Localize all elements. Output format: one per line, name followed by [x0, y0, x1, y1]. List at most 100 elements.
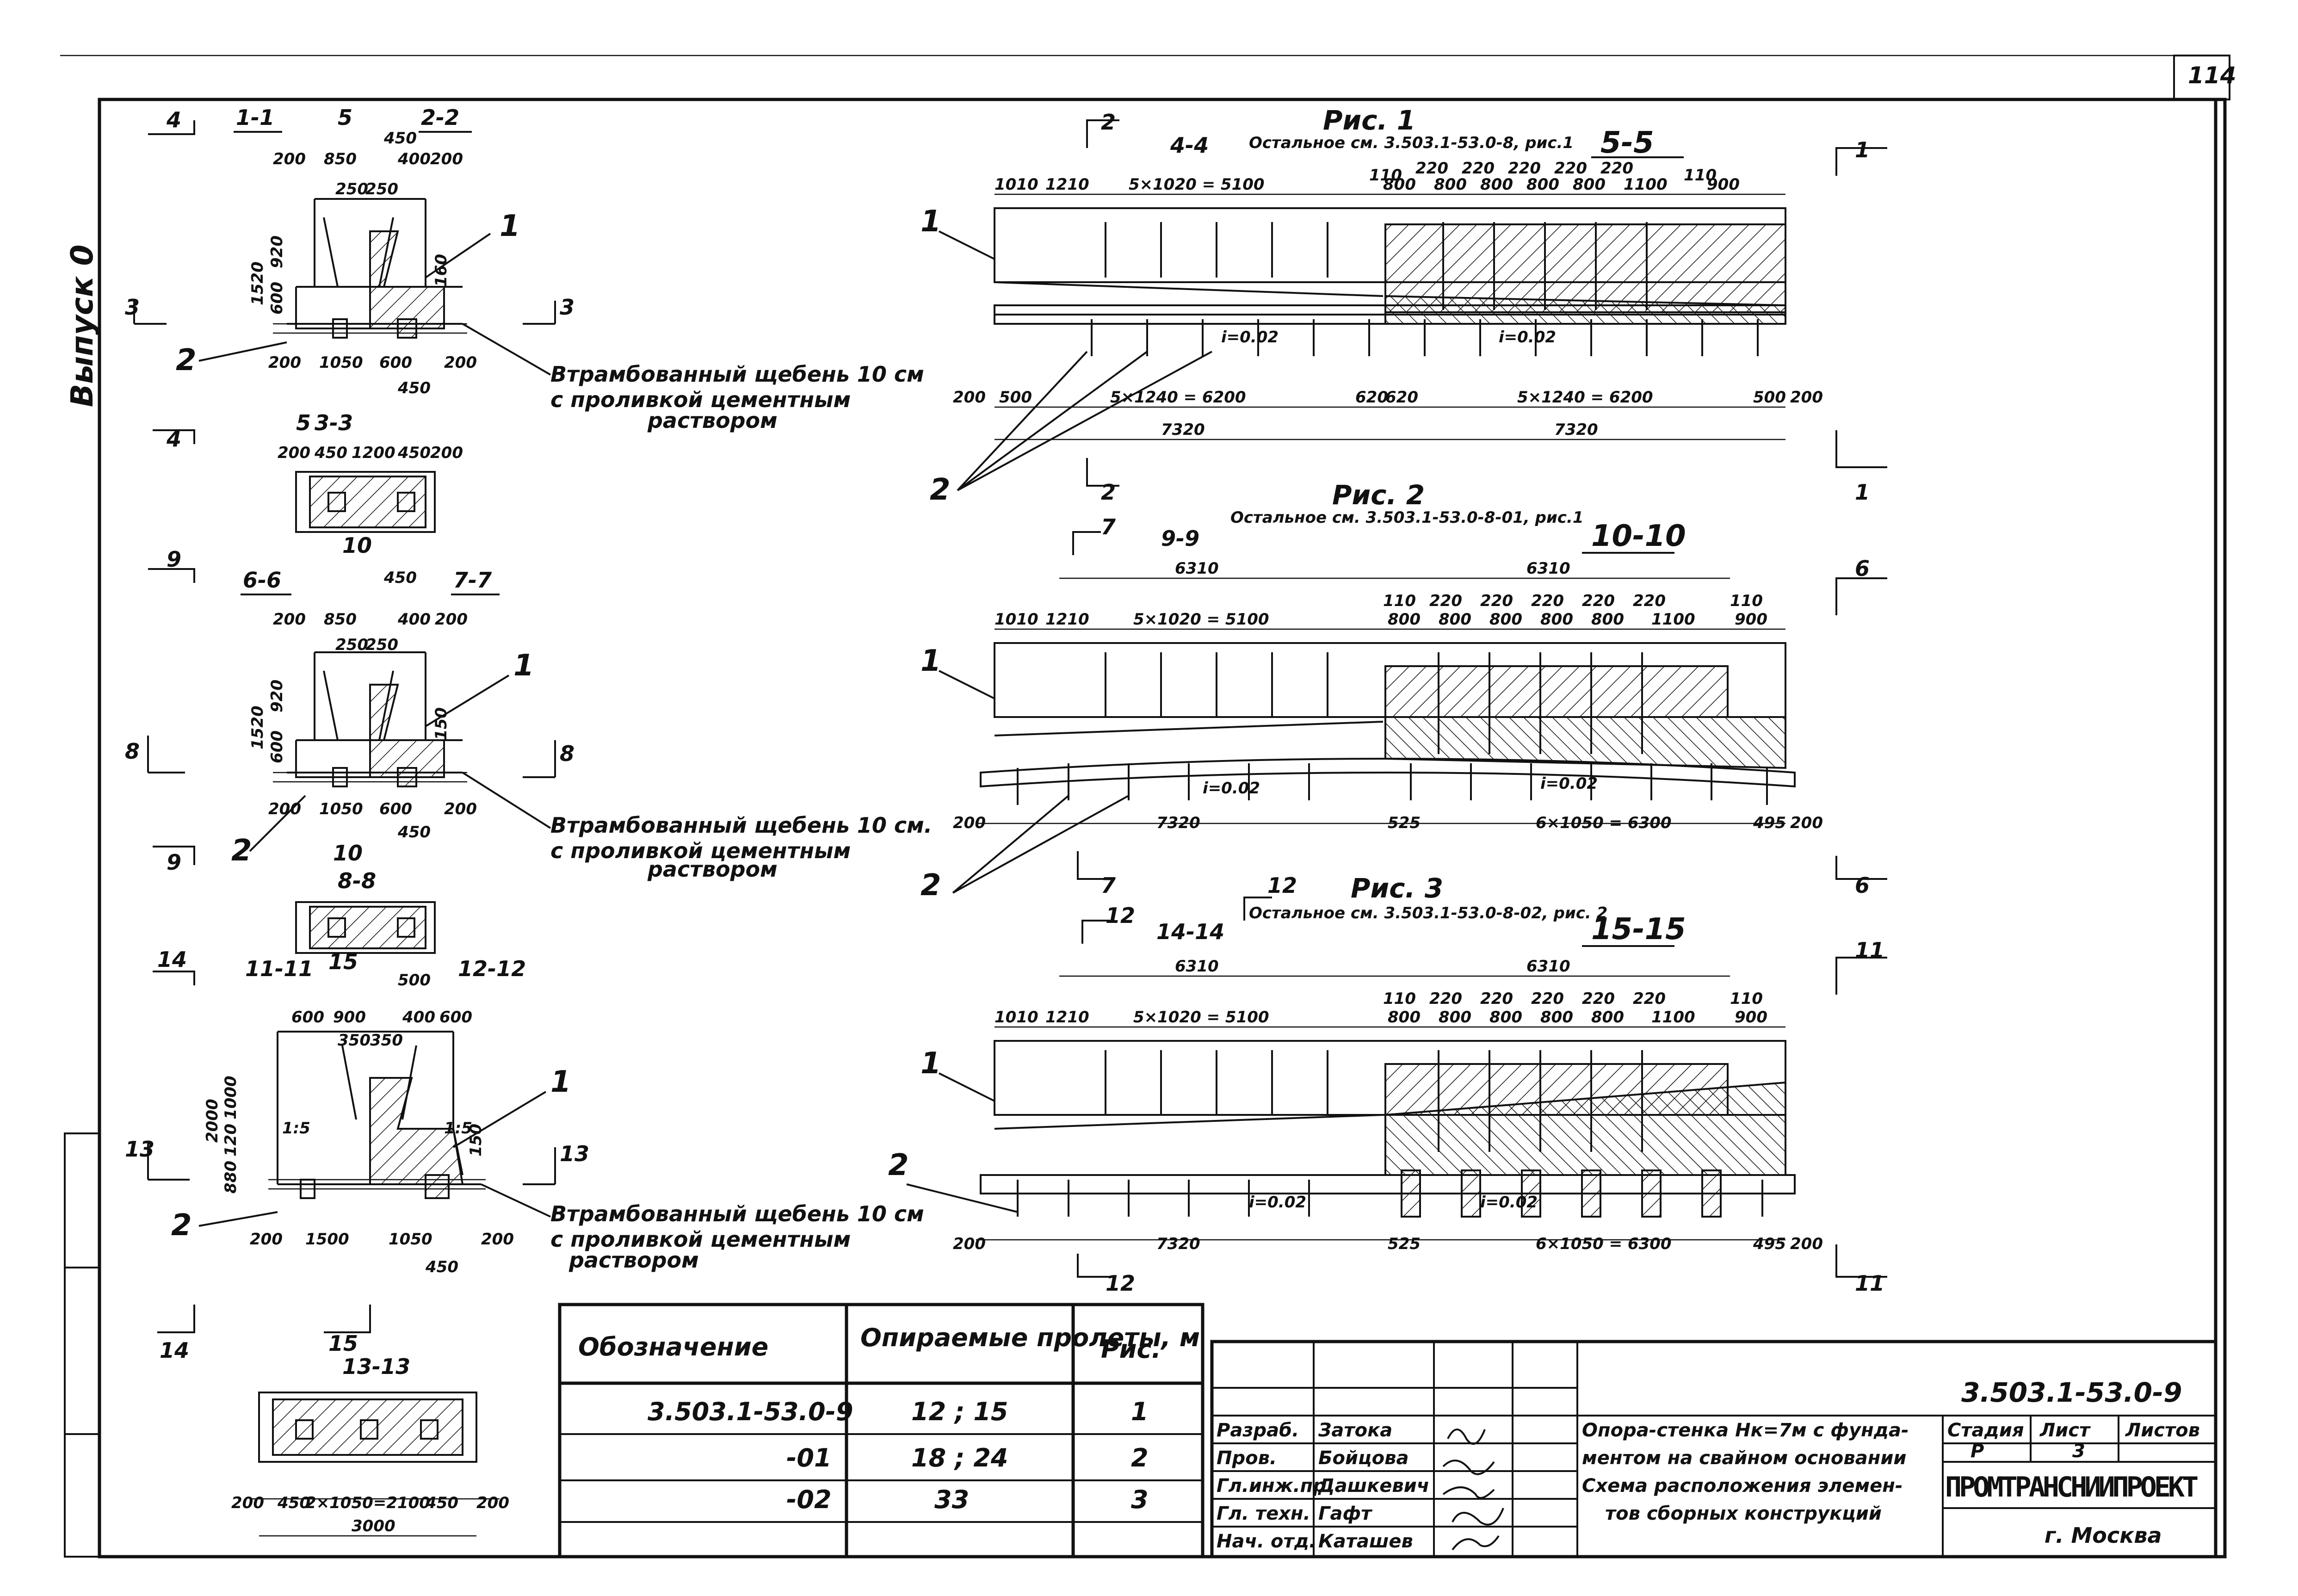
dim: 5×1020 = 5100	[1133, 1008, 1269, 1027]
plan-label: 8-8	[338, 868, 376, 893]
dim: 250	[335, 180, 368, 198]
figure-1: Рис. 1 Остальное см. 3.503.1-53.0-8, рис…	[920, 105, 1887, 507]
section-group-3: 11-11 12-12 14 600 900 500 400 600 350 3…	[125, 947, 924, 1537]
plan-mark: 10	[333, 841, 363, 866]
dim: 220	[1531, 990, 1564, 1008]
cut-mark: 9	[167, 547, 181, 572]
figure-1-callout-1: 1	[920, 204, 941, 239]
dim: 200	[444, 353, 477, 372]
figure-2-dims-top: 1010 1210 5×1020 = 5100 110 220 220 220 …	[995, 592, 1767, 629]
figure-3-pile-blocks	[1401, 1169, 1722, 1218]
dim: 6×1050 = 6300	[1536, 1235, 1672, 1253]
name-2: Бойцова	[1318, 1448, 1408, 1469]
dim: 1520	[248, 261, 267, 305]
section-group-1: 1-1 2-2 4 5 200 850 450 400 200 250 250 …	[125, 105, 924, 558]
dim: 2000	[203, 1099, 222, 1143]
dim: 850	[324, 610, 357, 629]
figure-1-callout-2: 2	[930, 473, 951, 507]
cut-mark: 8	[560, 741, 574, 766]
name-4: Гафт	[1318, 1503, 1373, 1524]
dim: 7320	[1156, 814, 1200, 832]
dim: 220	[1462, 159, 1495, 178]
dim: 800	[1591, 1008, 1624, 1027]
dim: 220	[1415, 159, 1448, 178]
figure-2-section-right: 10-10	[1591, 519, 1686, 553]
plan-mark: 15	[328, 949, 358, 974]
dim: 800	[1388, 1008, 1421, 1027]
figure-1-cut-left-bottom: 2	[1101, 480, 1116, 505]
plan-mark: 10	[342, 533, 372, 558]
dim: 200	[273, 150, 306, 168]
dim: 200	[953, 814, 986, 832]
dim: 450	[277, 1494, 310, 1512]
figure-3-callout-1: 1	[920, 1046, 941, 1081]
dim: 600	[268, 282, 286, 315]
note-line-2: с проливкой цементным	[550, 387, 851, 412]
figure-1-dims-bottom: 200 500 5×1240 = 6200 620 620 5×1240 = 6…	[953, 388, 1823, 439]
section-3-callout-1: 1	[550, 1065, 571, 1099]
figure-3-cut-left-top: 12	[1106, 903, 1135, 928]
section-2-callout-1: 1	[513, 649, 534, 683]
note-line-2: с проливкой цементным	[550, 1227, 851, 1252]
spec-header-spans: Опираемые пролеты, м	[860, 1323, 1200, 1352]
dim: 350	[370, 1031, 403, 1050]
figure-3-callout-2: 2	[888, 1148, 909, 1182]
plan-label: 13-13	[342, 1354, 410, 1379]
dim: 525	[1388, 814, 1421, 832]
page-number: 114	[2188, 62, 2236, 89]
dim: 200	[476, 1494, 509, 1512]
spec-header-fig: Рис.	[1101, 1335, 1161, 1364]
dim: 1100	[1651, 610, 1695, 629]
dim: 400	[397, 150, 431, 168]
dim: 500	[999, 388, 1032, 407]
dim: 800	[1439, 610, 1471, 629]
dim: 110	[1730, 990, 1763, 1008]
dim: 200	[273, 610, 306, 629]
dim: 450	[397, 379, 431, 397]
figure-1-title: Рис. 1	[1323, 105, 1415, 136]
dim: 1010	[995, 610, 1038, 629]
spec-row-1-code: 3.503.1-53.0-9	[648, 1397, 853, 1426]
dim: 5×1020 = 5100	[1129, 175, 1265, 194]
header-stage: Стадия	[1947, 1420, 2024, 1441]
dim: 6310	[1526, 559, 1570, 578]
dim: 2×1050=2100	[305, 1494, 430, 1512]
figure-2-slope-right: i=0.02	[1540, 774, 1598, 793]
dim: 800	[1591, 610, 1624, 629]
figure-3-section-right: 15-15	[1591, 912, 1686, 946]
cut-mark: 8	[125, 739, 140, 764]
dim: 200	[268, 353, 301, 372]
figure-1-piles	[1091, 319, 1759, 356]
dim: 800	[1540, 1008, 1573, 1027]
name-1: Затока	[1318, 1420, 1392, 1441]
figure-3-note: Остальное см. 3.503.1-53.0-8-02, рис. 2	[1249, 904, 1607, 922]
dim: 6310	[1175, 957, 1219, 976]
cut-mark: 3	[125, 295, 140, 320]
figure-1-note: Остальное см. 3.503.1-53.0-8, рис.1	[1249, 134, 1574, 152]
figure-2-cut-left-bottom: 7	[1101, 873, 1116, 898]
spec-table: Обозначение Опираемые пролеты, м Рис. 3.…	[558, 1303, 1205, 1559]
spec-row-3-spans: 33	[934, 1485, 969, 1514]
note-line-3: раствором	[647, 408, 778, 433]
dim: 200	[953, 1235, 986, 1253]
dim: 110	[1383, 592, 1416, 610]
dim: 500	[398, 971, 431, 990]
dim: 250	[335, 636, 368, 654]
dim: 450	[383, 569, 417, 587]
figure-2-callout-2: 2	[920, 868, 941, 903]
role-4: Гл. техн.	[1217, 1503, 1310, 1524]
dim: 200	[1790, 1235, 1823, 1253]
dim: 900	[1707, 175, 1740, 194]
dim: 800	[1526, 175, 1559, 194]
role-5: Нач. отд.	[1217, 1531, 1316, 1552]
dim: 6310	[1175, 559, 1219, 578]
dim: 220	[1508, 159, 1541, 178]
note-line-2: с проливкой цементным	[550, 838, 851, 863]
dim: 800	[1434, 175, 1467, 194]
dim: 250	[365, 180, 398, 198]
figure-1-ribs	[1105, 222, 1648, 310]
cut-mark: 4	[166, 107, 181, 132]
cut-mark: 14	[160, 1338, 189, 1363]
figure-1-cut-right-bottom: 1	[1855, 480, 1870, 505]
